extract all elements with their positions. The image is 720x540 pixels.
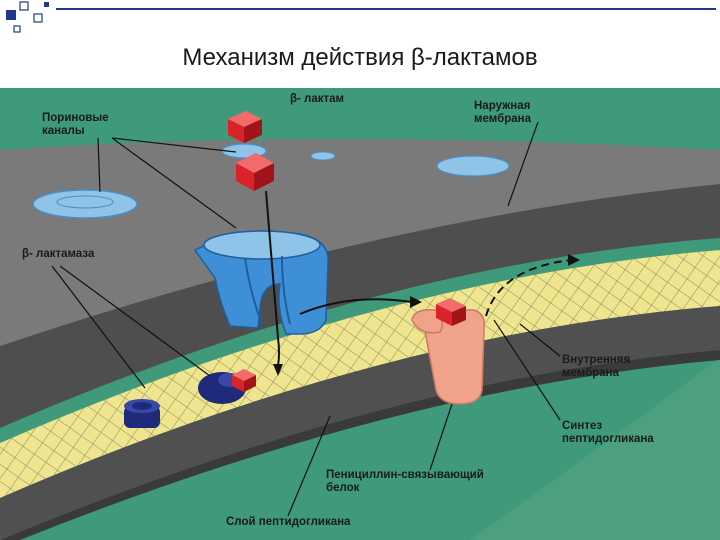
porin-channel — [32, 189, 138, 219]
porin-channels-label: Пориновые каналы — [42, 112, 109, 137]
cytoplasm-region — [470, 358, 720, 540]
beta-lactamase-label: β- лактамаза — [22, 248, 95, 260]
penicillin-binding-protein — [411, 298, 486, 405]
peptidoglycan-synthesis-label: Синтез пептидогликана — [562, 420, 654, 445]
beta-lactamase-with-lactam — [198, 369, 256, 404]
outer-membrane-label: Наружная мембрана — [474, 100, 531, 125]
peptidoglycan-layer — [0, 250, 720, 498]
decorative-squares — [0, 0, 60, 40]
lactam-to-pbp-arrow — [299, 298, 413, 315]
lactam-path-arrow — [265, 190, 280, 367]
pbp-label: Пенициллин-связывающий белок — [326, 469, 484, 494]
title-divider-line — [56, 8, 716, 10]
leader-lines — [51, 121, 561, 517]
beta-lactam-molecule — [228, 111, 262, 143]
porin-channel — [310, 151, 336, 161]
peptidoglycan-layer-label: Слой пептидогликана — [226, 516, 351, 528]
porin-channel — [436, 155, 510, 177]
synthesis-arrow — [485, 259, 573, 317]
beta-lactam-molecule — [236, 153, 274, 191]
beta-lactamase-enzyme — [124, 399, 160, 428]
slide-title: Механизм действия β-лактамов — [182, 44, 538, 71]
outer-membrane-surface — [0, 139, 720, 346]
beta-lactam-label: β- лактам — [290, 93, 345, 105]
inner-membrane — [0, 306, 720, 540]
beta-lactam-mechanism-diagram — [0, 88, 720, 540]
inner-membrane-label: Внутренняя мембрана — [562, 354, 631, 379]
outer-membrane-edge — [0, 184, 720, 428]
